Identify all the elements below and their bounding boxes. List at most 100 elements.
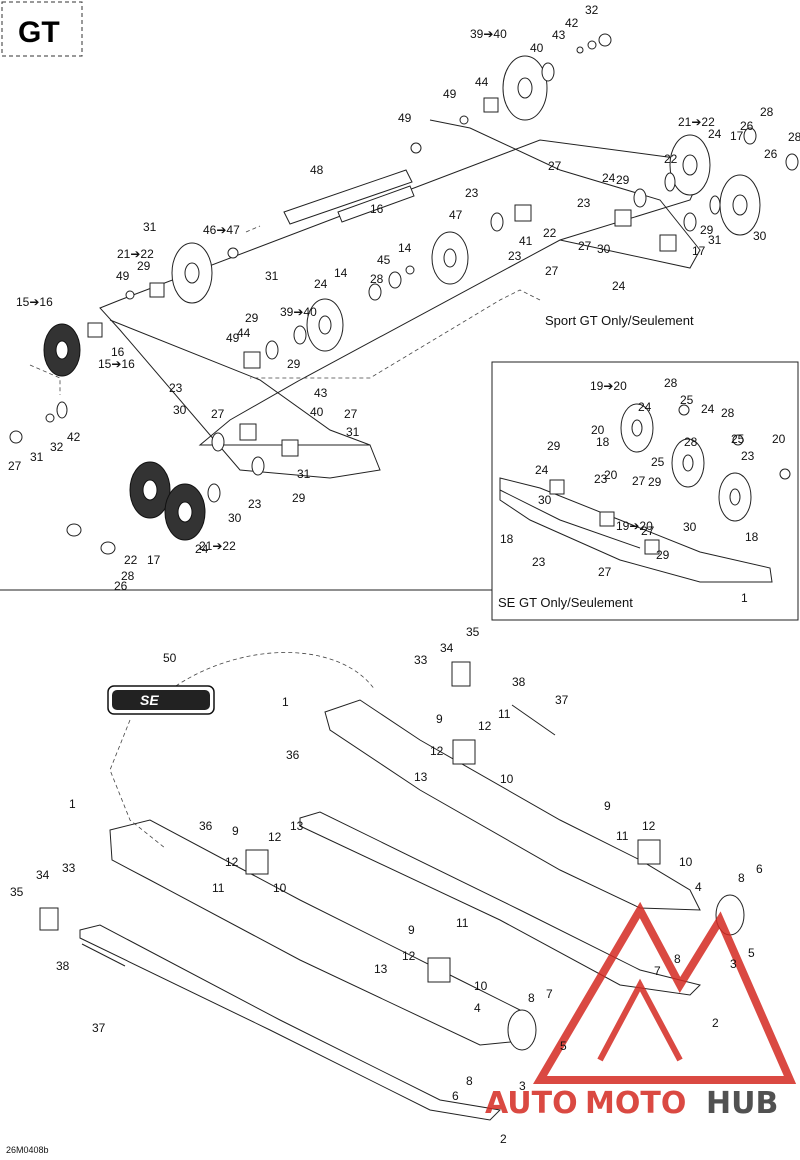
part-callout: 19➔20 [616,519,653,533]
part-callout: 13 [414,770,428,784]
part-callout: 40 [530,41,544,55]
part-callout: 9 [232,824,239,838]
part-callout: 8 [466,1074,473,1088]
part-callout: 18 [596,435,610,449]
part-callout: 23 [577,196,591,210]
part-callout: 2 [712,1016,719,1030]
part-callout: 10 [679,855,693,869]
part-callout: 38 [512,675,526,689]
part-callout: 27 [8,459,22,473]
part-callout: 17 [730,129,744,143]
part-callout: 17 [147,553,161,567]
automotohub-watermark: AUTO MOTO HUB [485,901,797,1121]
part-callout: 25 [680,393,694,407]
part-callout: 7 [546,987,553,1001]
part-callout: 1 [282,695,289,709]
part-callout: 16 [370,202,384,216]
part-callout: 30 [753,229,767,243]
part-callout: 25 [651,455,665,469]
part-callout: 29 [700,223,714,237]
part-callout: 11 [456,916,469,930]
part-callout: 15➔16 [16,295,53,309]
watermark-auto: AUTO [485,1086,578,1121]
part-callout: 28 [664,376,678,390]
part-callout: 35 [466,625,480,639]
part-callout: 31 [708,233,722,247]
hardware-top [9,33,799,555]
part-callout: 34 [36,868,50,882]
part-callout: 9 [408,923,415,937]
part-callout: 28 [721,406,735,420]
part-callout: 27 [641,524,655,538]
part-callout: 39➔40 [280,305,317,319]
part-callout: 28 [684,435,698,449]
part-callout: 12 [402,949,416,963]
part-callout: 23 [594,472,608,486]
part-callout: 24 [314,277,328,291]
part-callout: 23 [532,555,546,569]
part-callout: 2 [500,1132,507,1146]
part-callout: 30 [173,403,187,417]
part-callout: 7 [654,964,661,978]
part-callout: 11 [212,881,225,895]
part-callout: 10 [474,979,488,993]
part-callout: 36 [286,748,300,762]
part-callout: 23 [508,249,522,263]
part-callout: 34 [440,641,454,655]
part-callout: 1 [69,797,76,811]
part-callout: 4 [474,1001,481,1015]
part-callout: 5 [748,946,755,960]
idler-wheels-top [43,55,761,541]
part-callout: 24 [535,463,549,477]
part-callout: 37 [555,693,569,707]
part-callout: 27 [578,239,592,253]
part-callout: 6 [756,862,763,876]
part-callout: 29 [137,259,151,273]
part-callout: 10 [500,772,514,786]
part-callout: 12 [642,819,656,833]
part-callout: 24 [708,127,722,141]
part-callout: 15➔16 [98,357,135,371]
part-callout: 49 [226,331,240,345]
part-callout: 12 [225,855,239,869]
part-callout: 29 [648,475,662,489]
part-callout: 31 [346,425,360,439]
part-callout: 30 [228,511,242,525]
part-callout: 22 [543,226,557,240]
part-callout: 11 [498,707,511,721]
part-callout: 28 [760,105,774,119]
part-callout: 28 [370,272,384,286]
part-callout: 3 [519,1079,526,1093]
part-callout: 26 [740,119,754,133]
watermark-moto: MOTO [585,1086,686,1121]
watermark-hub: HUB [706,1086,778,1121]
part-callout: 20 [604,468,618,482]
part-callout: 49 [398,111,412,125]
part-callout: 29 [547,439,561,453]
part-callout: 32 [585,3,599,17]
part-callout: 30 [683,520,697,534]
part-callout: 24 [638,400,652,414]
part-callout: 30 [597,242,611,256]
part-callout: 32 [50,440,64,454]
part-callout: 27 [211,407,225,421]
part-callout: 49 [116,269,130,283]
se-gt-caption: SE GT Only/Seulement [498,595,633,610]
part-callout: 25 [731,432,745,446]
bottom-rail-assembly [39,652,745,1121]
part-callout: 21➔22 [117,247,154,261]
part-callout: 49 [443,87,457,101]
part-callout: 16 [111,345,125,359]
part-callout: 29 [616,173,630,187]
top-rail-assembly [29,119,701,479]
part-callout: 38 [56,959,70,973]
part-callout: 1 [741,591,748,605]
part-callout: 42 [67,430,81,444]
part-callout: 18 [745,530,759,544]
se-sticker: SE [107,685,215,715]
part-callout: 41 [519,234,533,248]
part-callout: 24 [612,279,626,293]
part-callout: 47 [449,208,463,222]
